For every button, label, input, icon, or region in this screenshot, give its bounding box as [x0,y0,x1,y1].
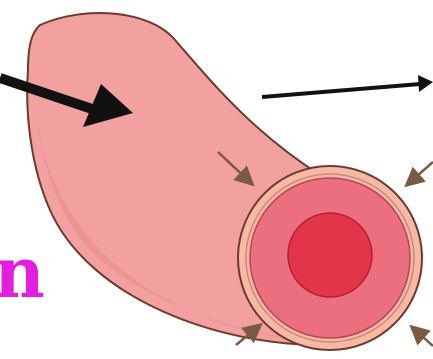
pointer-line-arrow-icon [262,75,433,97]
vessel-lumen [288,213,372,297]
partial-label-text: n [0,238,45,308]
